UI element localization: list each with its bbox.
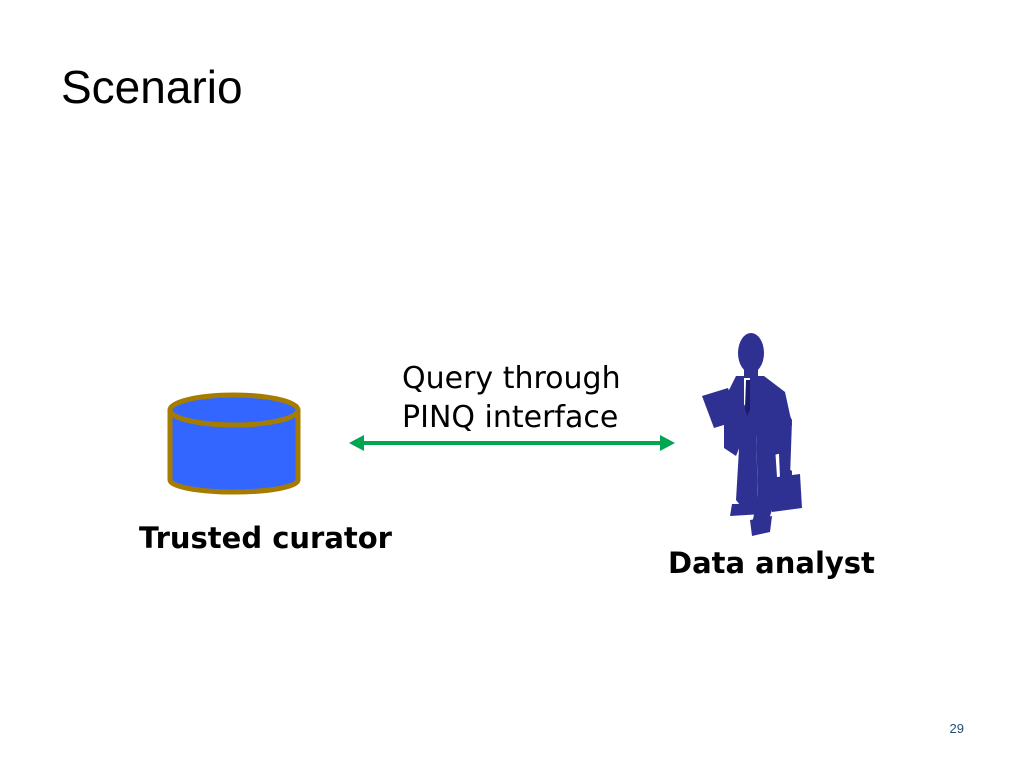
connection-label-line1: Query through (402, 361, 621, 396)
curator-label: Trusted curator (139, 521, 392, 555)
database-cylinder-icon (167, 392, 301, 495)
double-arrow-icon (349, 435, 675, 451)
connection-label: Query through PINQ interface (402, 359, 621, 437)
businessman-silhouette-icon (702, 333, 802, 536)
shirt-collar (744, 378, 750, 416)
analyst-label: Data analyst (668, 546, 875, 580)
slide-title: Scenario (61, 61, 243, 113)
page-number: 29 (949, 721, 964, 736)
connection-label-line2: PINQ interface (402, 400, 619, 435)
